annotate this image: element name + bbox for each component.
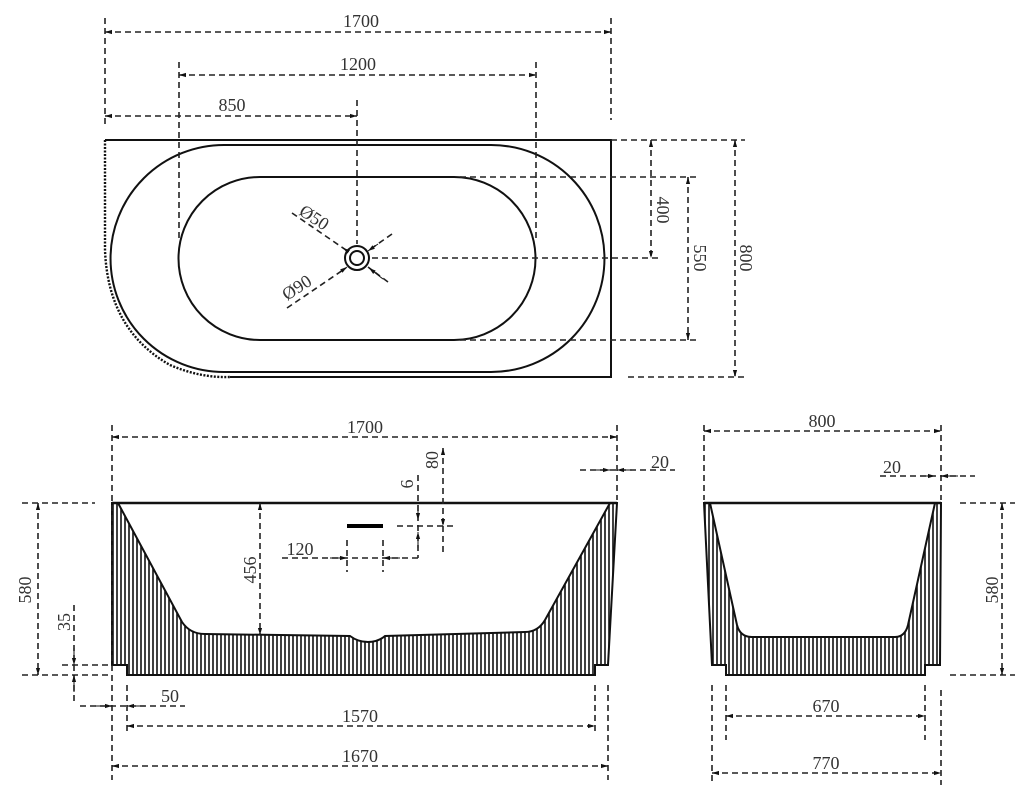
dim-front-overall-height: 580 — [15, 577, 35, 604]
dim-base-length: 1570 — [342, 706, 378, 726]
dim-drain-to-edge: 400 — [653, 197, 673, 224]
wavy-edge — [103, 140, 231, 379]
dim-drain-inner-dia: Ø50 — [296, 201, 333, 235]
dim-overflow-width: 120 — [287, 539, 314, 559]
front-cavity — [116, 502, 612, 644]
dim-top-inner-length: 1200 — [340, 54, 376, 74]
dim-drain-outer-dia: Ø90 — [278, 271, 315, 305]
dim-overflow-offset: 6 — [397, 480, 417, 489]
drain-outer — [344, 245, 370, 271]
dim-front-overall-length: 1700 — [347, 417, 383, 437]
outer-rim — [109, 144, 606, 373]
side-cavity — [708, 502, 937, 638]
front-view: 1700 20 80 6 120 456 580 35 — [15, 417, 675, 780]
dim-drain-offset: 850 — [219, 95, 246, 115]
top-view: 1700 1200 850 Ø50 Ø90 400 550 800 — [103, 11, 756, 379]
dim-front-rim-thickness: 20 — [651, 452, 669, 472]
dim-overflow-height: 80 — [422, 451, 442, 469]
top-outline — [105, 139, 612, 378]
dim-plinth-height: 35 — [54, 613, 74, 631]
dim-inner-depth: 456 — [240, 557, 260, 584]
dim-side-overall-width: 800 — [809, 411, 836, 431]
dim-plinth-inset: 50 — [161, 686, 179, 706]
dim-side-overall-height: 580 — [982, 577, 1002, 604]
dim-bottom-length: 1670 — [342, 746, 378, 766]
side-view: 800 20 580 670 770 — [702, 411, 1015, 785]
dim-side-rim-thickness: 20 — [883, 457, 901, 477]
dim-inner-width: 550 — [690, 245, 710, 272]
dim-base-width: 670 — [813, 696, 840, 716]
dim-bottom-width: 770 — [813, 753, 840, 773]
drain-inner — [349, 250, 365, 266]
dim-top-overall-width: 800 — [736, 245, 756, 272]
dim-top-overall-length: 1700 — [343, 11, 379, 31]
inner-basin — [177, 176, 537, 341]
